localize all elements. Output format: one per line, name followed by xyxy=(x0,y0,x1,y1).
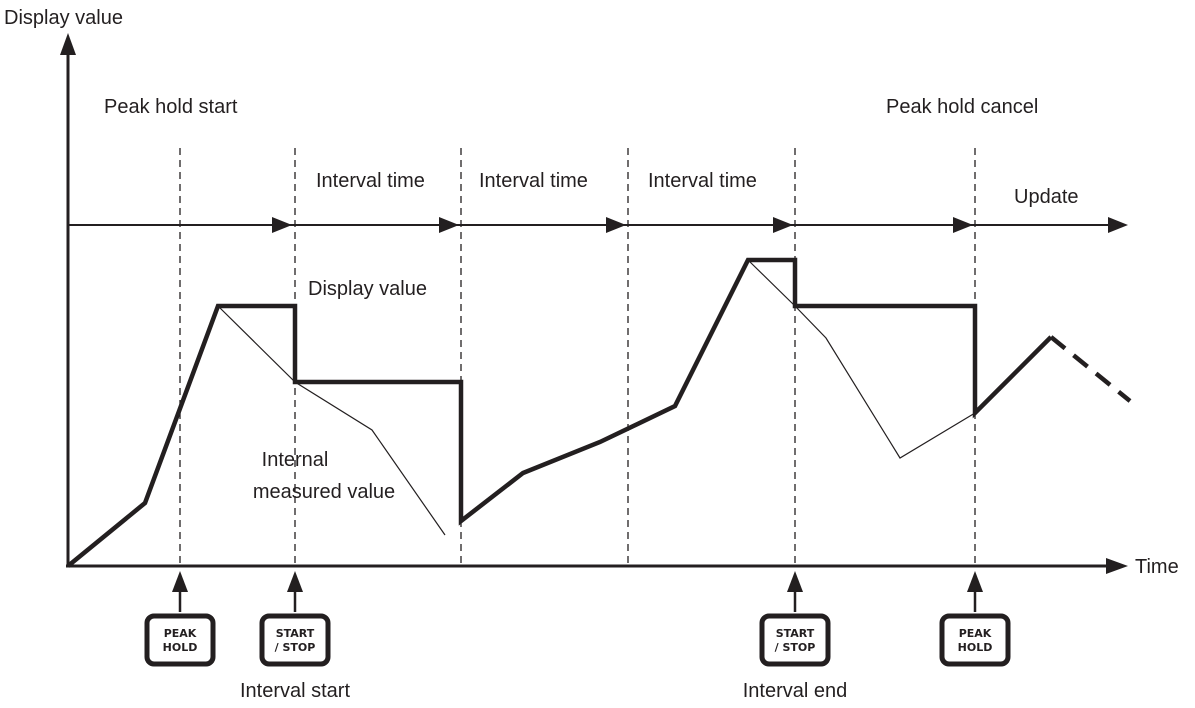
interval-end-label: Interval end xyxy=(743,680,848,702)
up-arrow-icon xyxy=(287,571,303,612)
up-arrow-icon xyxy=(787,571,803,612)
display-value-line xyxy=(66,257,1053,568)
interval-time-label: Interval time xyxy=(316,170,425,192)
peak-hold-cancel-label: Peak hold cancel xyxy=(886,96,1038,118)
key-label: HOLD xyxy=(163,641,198,654)
key-label: HOLD xyxy=(958,641,993,654)
internal-measured-value-line-2 xyxy=(747,259,976,459)
y-axis xyxy=(60,33,76,566)
interval-time-label: Interval time xyxy=(648,170,757,192)
timeline-arrowhead xyxy=(606,217,626,233)
display-value-label: Display value xyxy=(308,278,427,300)
peak-hold-key: PEAK HOLD xyxy=(144,613,216,667)
display-value-continuation xyxy=(1049,335,1132,403)
update-label: Update xyxy=(1014,186,1079,208)
timeline-arrowhead xyxy=(953,217,973,233)
x-axis xyxy=(66,558,1128,574)
timeline-arrowhead xyxy=(1108,217,1128,233)
timeline-arrowhead xyxy=(439,217,459,233)
x-axis-arrowhead xyxy=(1106,558,1128,574)
x-axis-label: Time xyxy=(1135,556,1179,578)
up-arrow-icon xyxy=(967,571,983,612)
internal-value-label-line1: Internal xyxy=(262,449,329,471)
key-label: START xyxy=(276,627,315,640)
y-axis-arrowhead xyxy=(60,33,76,55)
up-arrow-icon xyxy=(172,571,188,612)
key-label: PEAK xyxy=(164,627,197,640)
internal-value-label-line2: measured value xyxy=(253,481,395,503)
interval-time-label: Interval time xyxy=(479,170,588,192)
key-label: START xyxy=(776,627,815,640)
key-label: / STOP xyxy=(775,641,816,654)
timeline-row xyxy=(68,217,1128,233)
timeline-arrowhead xyxy=(272,217,292,233)
event-arrows xyxy=(172,571,983,612)
interval-start-label: Interval start xyxy=(240,680,350,702)
y-axis-label: Display value xyxy=(4,7,123,29)
start-stop-key: START / STOP xyxy=(759,613,831,667)
event-lines xyxy=(179,148,976,566)
timeline-arrowhead xyxy=(773,217,793,233)
key-label: / STOP xyxy=(275,641,316,654)
key-label: PEAK xyxy=(959,627,992,640)
peak-hold-start-label: Peak hold start xyxy=(104,96,238,118)
internal-measured-value-line xyxy=(217,305,446,536)
peak-hold-key: PEAK HOLD xyxy=(939,613,1011,667)
start-stop-key: START / STOP xyxy=(259,613,331,667)
